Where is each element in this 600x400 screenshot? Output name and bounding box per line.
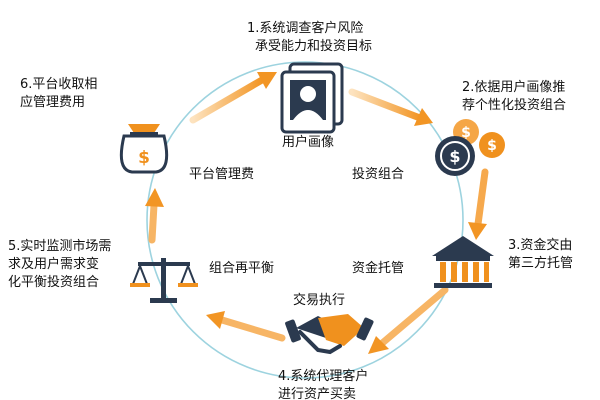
inner-label-management-fee: 平台管理费 xyxy=(189,167,255,182)
flow-arrow-3-to-4 xyxy=(368,286,449,354)
step-1-line-2: 承受能力和投资目标 xyxy=(255,39,373,54)
svg-text:$: $ xyxy=(449,147,460,166)
flow-arrow-6-to-1 xyxy=(189,72,277,124)
step-6-line-1: 6.平台收取相 xyxy=(20,77,98,92)
step-3-line-1: 3.资金交由 xyxy=(508,238,573,253)
step-3-text: 3.资金交由 第三方托管 xyxy=(508,237,573,273)
step-6-text: 6.平台收取相 应管理费用 xyxy=(20,76,97,112)
user-profile-document-icon xyxy=(280,62,344,134)
flow-arrow-2-to-3 xyxy=(468,168,489,240)
svg-text:$: $ xyxy=(461,125,471,141)
step-4-line-2: 进行资产买卖 xyxy=(278,387,357,400)
step-2-line-2: 荐个性化投资组合 xyxy=(462,98,567,113)
step-6-line-2: 应管理费用 xyxy=(20,95,86,110)
step-5-line-1: 5.实时监测市场需 xyxy=(8,239,112,254)
step-2-text: 2.依据用户画像推 荐个性化投资组合 xyxy=(462,79,566,115)
coins-icon: $ $ $ xyxy=(435,119,505,176)
step-5-line-3: 化平衡投资组合 xyxy=(8,275,100,290)
bank-building-icon xyxy=(432,236,494,288)
inner-label-execution: 交易执行 xyxy=(293,293,346,308)
step-2-line-1: 2.依据用户画像推 xyxy=(462,80,566,95)
inner-label-custody: 资金托管 xyxy=(352,261,405,276)
flow-arrow-4-to-5 xyxy=(206,311,286,342)
cycle-circle xyxy=(146,61,464,379)
flow-arrow-1-to-2 xyxy=(348,88,433,126)
inner-label-rebalance: 组合再平衡 xyxy=(209,261,275,276)
step-1-line-1: 1.系统调查客户风险 xyxy=(247,21,364,36)
step-1-text: 1.系统调查客户风险 承受能力和投资目标 xyxy=(247,20,372,56)
svg-text:$: $ xyxy=(138,148,150,168)
flow-arrow-5-to-6 xyxy=(145,188,164,244)
svg-text:$: $ xyxy=(487,138,497,154)
handshake-icon xyxy=(285,314,374,355)
inner-label-user-profile: 用户画像 xyxy=(282,135,335,150)
step-3-line-2: 第三方托管 xyxy=(508,256,574,271)
balance-scale-icon xyxy=(130,258,198,303)
step-5-line-2: 求及用户需求变 xyxy=(8,257,100,272)
step-5-text: 5.实时监测市场需 求及用户需求变 化平衡投资组合 xyxy=(8,238,111,292)
step-4-line-1: 4.系统代理客户 xyxy=(278,369,369,384)
money-bag-icon: $ xyxy=(119,124,169,174)
inner-label-portfolio: 投资组合 xyxy=(352,167,405,182)
step-4-text: 4.系统代理客户 进行资产买卖 xyxy=(278,368,368,400)
